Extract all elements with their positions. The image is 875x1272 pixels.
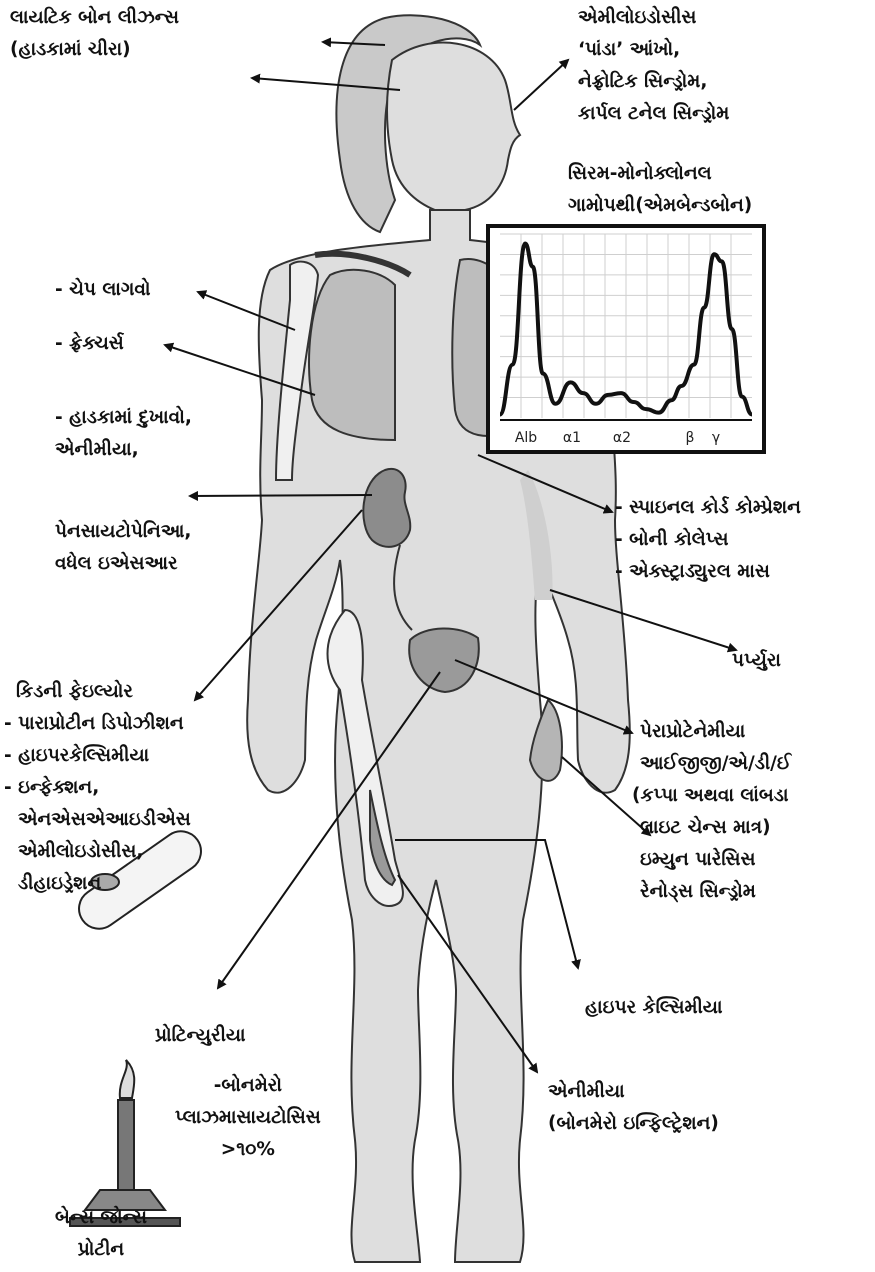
spinal-line-3: - એક્સ્ટ્રાડ્યુરલ માસ <box>615 556 801 588</box>
label-proteinuria: પ્રોટિન્યુરીયા <box>155 1020 246 1052</box>
label-bone-pain: - હાડકામાં દુખાવો, એનીમીયા, <box>55 402 192 466</box>
label-bence-jones: બેન્સ જોન્સ પ્રોટીન <box>55 1202 147 1266</box>
parapro-line-3: (કપ્પા અથવા લાંબડા <box>632 780 791 812</box>
chart-tick-label: β <box>686 430 695 446</box>
arrow-amyloid <box>514 60 568 110</box>
amyloid-line-3: નેફ્રોટિક સિન્ડ્રોમ, <box>578 66 729 98</box>
pancyt-line-1: પેનસાયટોપેનિઆ, <box>55 516 191 548</box>
kidney-line-7: ડીહાઇડ્રેશન <box>10 868 191 900</box>
anemia-line-2: (બોનમેરો ઇન્ફિલ્ટ્રેશન) <box>548 1108 719 1140</box>
lytic-line-2: (હાડકામાં ચીરા) <box>10 34 179 66</box>
amyloid-line-4: કાર્પલ ટનેલ સિન્ડ્રોમ <box>578 98 729 130</box>
serum-line-2: ગામોપથી(એમબેન્ડબોન) <box>568 190 752 222</box>
chart-tick-label: γ <box>712 430 720 446</box>
chart-tick-label: Alb <box>515 430 537 446</box>
head <box>387 43 520 212</box>
parapro-line-5: ઇમ્યુન પારેસિસ <box>640 844 791 876</box>
label-infection: - ચેપ લાગવો <box>55 274 151 306</box>
parapro-line-4: લાઇટ ચેન્સ માત્ર) <box>640 812 791 844</box>
label-kidney-failure: કિડની ફેઇલ્યોર - પારાપ્રોટીન ડિપોઝીશન - … <box>10 676 191 900</box>
kidney-line-6: એમીલોઇડોસીસ, <box>10 836 191 868</box>
chart-tick-label: α1 <box>563 430 581 446</box>
lytic-line-1: લાયટિક બોન લીઝન્સ <box>10 2 179 34</box>
marrow-line-2: પ્લાઝમાસાયટોસિસ <box>175 1102 321 1134</box>
label-fractures: - ફ્રેક્ચર્સ <box>55 328 124 360</box>
marrow-line-3: >૧૦% <box>175 1134 321 1166</box>
label-spinal: - સ્પાઇનલ કોર્ડ કોમ્પ્રેશન - બોની કોલેપ્… <box>615 492 801 588</box>
marrow-line-1: -બોનમેરો <box>175 1070 321 1102</box>
bence-line-2: પ્રોટીન <box>55 1234 147 1266</box>
kidney-line-1: કિડની ફેઇલ્યોર <box>10 676 191 708</box>
label-pancytopenia: પેનસાયટોપેનિઆ, વધેલ ઇએસઆર <box>55 516 191 580</box>
parapro-line-6: રેનોડ્સ સિન્ડ્રોમ <box>640 876 791 908</box>
label-purpura: પર્પ્યુરા <box>732 645 781 677</box>
amyloid-line-2: ‘પાંડા’ આંખો, <box>578 34 729 66</box>
kidney-line-3: - હાઇપરકેલ્સિમીયા <box>4 740 191 772</box>
label-marrow-plasmacytosis: -બોનમેરો પ્લાઝમાસાયટોસિસ >૧૦% <box>175 1070 321 1166</box>
lung-left <box>309 270 395 440</box>
electrophoresis-panel: Alb α1 α2 β γ <box>488 226 764 452</box>
parapro-line-1: પેરાપ્રોટેનેમીયા <box>640 716 791 748</box>
kidney-line-2: - પારાપ્રોટીન ડિપોઝીશન <box>4 708 191 740</box>
arrow-pancyt <box>190 495 372 496</box>
label-amyloidosis: એમીલોઇડોસીસ ‘પાંડા’ આંખો, નેફ્રોટિક સિન્… <box>578 2 729 130</box>
pancyt-line-2: વધેલ ઇએસઆર <box>55 548 191 580</box>
kidney-line-4: - ઇન્ફેક્શન, <box>4 772 191 804</box>
label-serum-monoclonal: સિરમ-મોનોક્લોનલ ગામોપથી(એમબેન્ડબોન) <box>568 158 752 222</box>
serum-line-1: સિરમ-મોનોક્લોનલ <box>568 158 752 190</box>
anemia-line-1: એનીમીયા <box>548 1076 719 1108</box>
amyloid-line-1: એમીલોઇડોસીસ <box>578 2 729 34</box>
spinal-line-1: - સ્પાઇનલ કોર્ડ કોમ્પ્રેશન <box>615 492 801 524</box>
label-lytic-lesions: લાયટિક બોન લીઝન્સ (હાડકામાં ચીરા) <box>10 2 179 66</box>
bence-line-1: બેન્સ જોન્સ <box>55 1202 147 1234</box>
label-anemia-marrow: એનીમીયા (બોનમેરો ઇન્ફિલ્ટ્રેશન) <box>548 1076 719 1140</box>
parapro-line-2: આઈજીજી/એ/ડી/ઈ <box>640 748 791 780</box>
label-paraproteinemia: પેરાપ્રોટેનેમીયા આઈજીજી/એ/ડી/ઈ (કપ્પા અથ… <box>640 716 791 908</box>
spinal-line-2: - બોની કોલેપ્સ <box>615 524 801 556</box>
bone-pain-line-1: - હાડકામાં દુખાવો, <box>55 402 192 434</box>
chart-tick-label: α2 <box>613 430 631 446</box>
label-hypercalcemia: હાઇપર કેલ્સિમીયા <box>585 992 722 1024</box>
kidney-line-5: એનએસએઆઇડીએસ <box>10 804 191 836</box>
bone-pain-line-2: એનીમીયા, <box>55 434 192 466</box>
